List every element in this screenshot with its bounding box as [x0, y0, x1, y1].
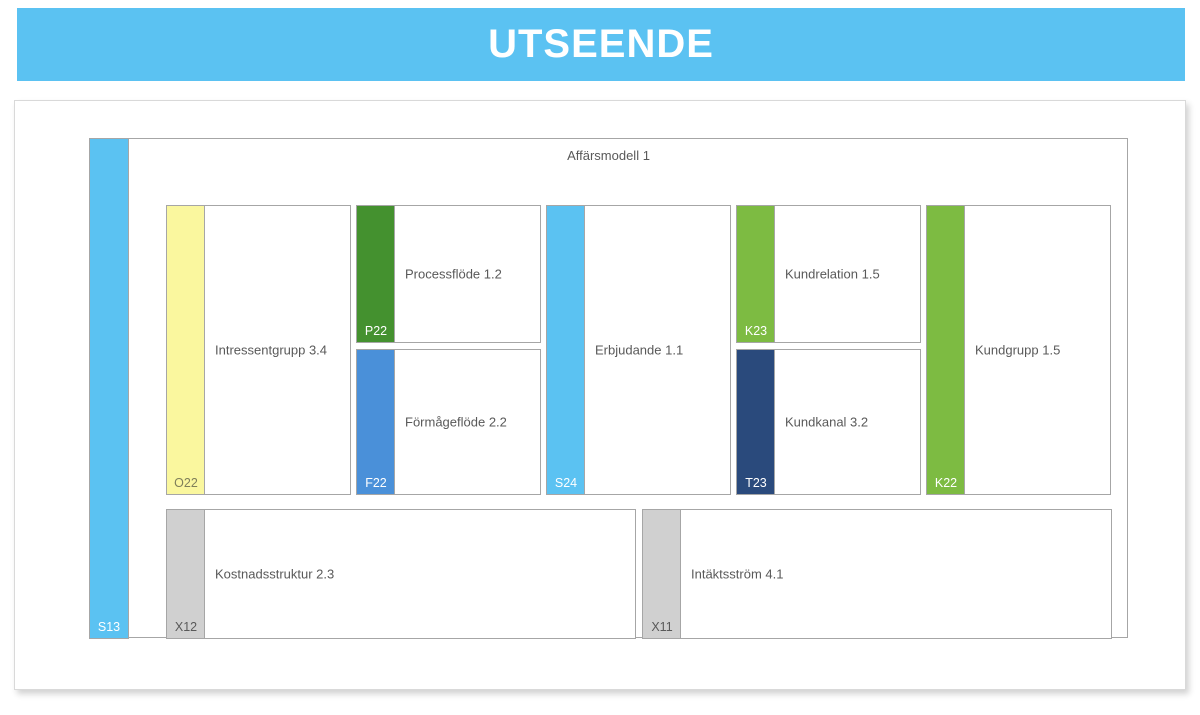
- card-code-s24: S24: [554, 475, 578, 490]
- card-k23[interactable]: K23 Kundrelation 1.5: [736, 205, 921, 343]
- card-code-f22: F22: [365, 475, 387, 490]
- card-spine-x12: [167, 510, 205, 638]
- slide-panel: Affärsmodell 1 S13 O22 Intressentgrupp 3…: [14, 100, 1186, 690]
- card-spine-x11: [643, 510, 681, 638]
- spine-bar-s13[interactable]: S13: [89, 138, 129, 639]
- card-label-k23: Kundrelation 1.5: [785, 266, 880, 282]
- card-spine-f22: [357, 350, 395, 494]
- card-label-f22: Förmågeflöde 2.2: [405, 414, 507, 430]
- card-f22[interactable]: F22 Förmågeflöde 2.2: [356, 349, 541, 495]
- card-spine-p22: [357, 206, 395, 342]
- card-label-k22: Kundgrupp 1.5: [975, 342, 1061, 358]
- business-model-frame: Affärsmodell 1 S13 O22 Intressentgrupp 3…: [89, 138, 1128, 639]
- card-label-o22: Intressentgrupp 3.4: [215, 342, 328, 358]
- card-label-t23: Kundkanal 3.2: [785, 414, 869, 430]
- card-spine-k23: [737, 206, 775, 342]
- card-spine-k22: [927, 206, 965, 494]
- card-label-p22: Processflöde 1.2: [405, 266, 502, 282]
- card-code-x11: X11: [651, 619, 673, 634]
- spine-code-s13: S13: [97, 619, 121, 634]
- card-code-k22: K22: [934, 475, 958, 490]
- card-code-o22: O22: [174, 475, 198, 490]
- card-code-t23: T23: [745, 475, 767, 490]
- card-label-x11: Intäktsström 4.1: [691, 566, 784, 582]
- card-code-k23: K23: [744, 323, 768, 338]
- card-label-x12: Kostnadsstruktur 2.3: [215, 566, 335, 582]
- card-label-s24: Erbjudande 1.1: [595, 342, 684, 358]
- card-spine-s24: [547, 206, 585, 494]
- business-model-title: Affärsmodell 1: [567, 148, 650, 163]
- header-banner: UTSEENDE: [17, 8, 1185, 81]
- card-code-x12: X12: [174, 619, 198, 634]
- card-x12[interactable]: X12 Kostnadsstruktur 2.3: [166, 509, 636, 639]
- card-k22[interactable]: K22 Kundgrupp 1.5: [926, 205, 1111, 495]
- card-spine-o22: [167, 206, 205, 494]
- card-t23[interactable]: T23 Kundkanal 3.2: [736, 349, 921, 495]
- page-title: UTSEENDE: [488, 22, 714, 66]
- card-p22[interactable]: P22 Processflöde 1.2: [356, 205, 541, 343]
- card-x11[interactable]: X11 Intäktsström 4.1: [642, 509, 1112, 639]
- card-s24[interactable]: S24 Erbjudande 1.1: [546, 205, 731, 495]
- card-spine-t23: [737, 350, 775, 494]
- card-code-p22: P22: [364, 323, 388, 338]
- card-o22[interactable]: O22 Intressentgrupp 3.4: [166, 205, 351, 495]
